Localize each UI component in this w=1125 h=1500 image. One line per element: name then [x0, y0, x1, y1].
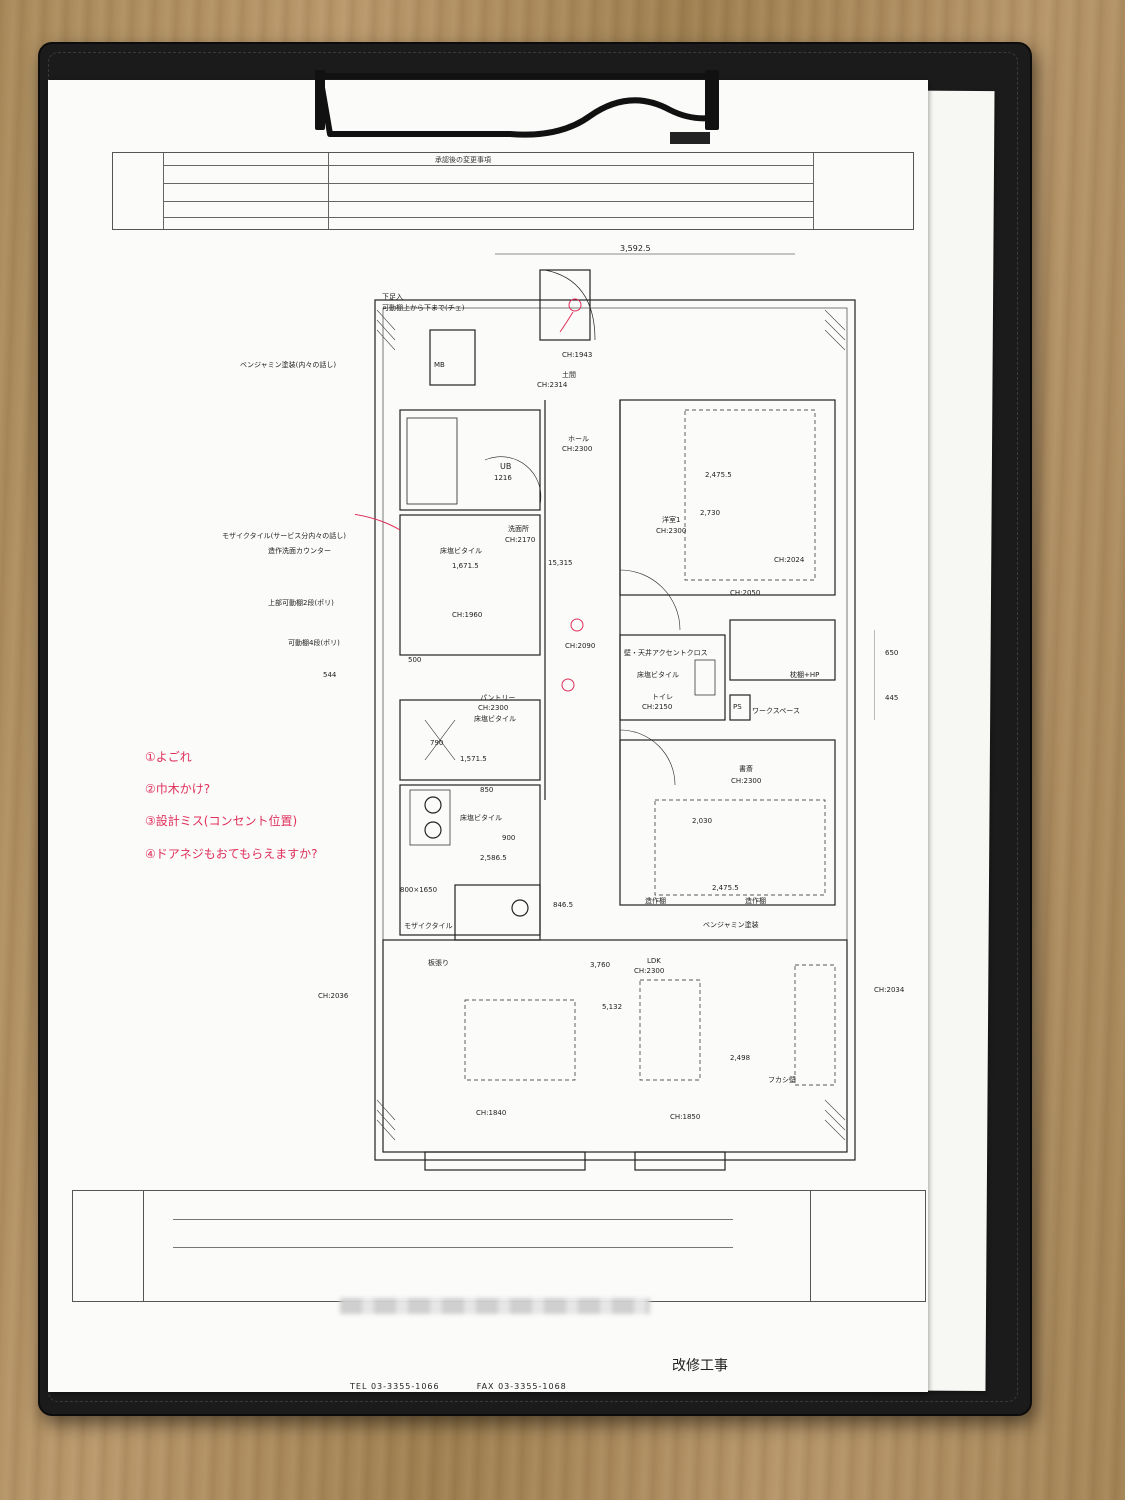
dim-1571: 1,571.5 [460, 755, 487, 763]
entrance-note-1: 下足入 [382, 293, 403, 301]
handwritten-note-1: ①よごれ [145, 750, 192, 764]
shelf4-note: 可動棚4段(ポリ) [288, 639, 340, 647]
dim-850: 850 [480, 786, 494, 794]
dim-500: 500 [408, 656, 422, 664]
dim-650: 650 [885, 649, 899, 657]
redacted-company-name [340, 1298, 650, 1314]
floor-vinyl-2: 床塩ビタイル [474, 715, 516, 723]
pantry-label: パントリー [480, 694, 516, 702]
yoshitsu-ch-label: CH:2300 [656, 527, 687, 535]
entrance-note-2: 可動棚上から下まで(チェ) [382, 304, 465, 312]
paper-sheet-front [48, 80, 928, 1392]
contact-phone: TEL 03-3355-1066 FAX 03-3355-1068 [350, 1382, 567, 1391]
dim-2475-bot: 2,475.5 [712, 884, 739, 892]
dim-15315: 15,315 [548, 559, 573, 567]
counter-note: 造作洗面カウンター [268, 547, 331, 555]
dim-846: 846.5 [553, 901, 574, 909]
accent-label: 壁・天井アクセントクロス [624, 649, 708, 657]
toilet-ch-label: CH:2150 [642, 703, 673, 711]
mosaic-note: モザイクタイル(サービス分内々の話し) [222, 532, 347, 540]
ch2314-label: CH:2314 [537, 381, 568, 389]
metal-clip [310, 48, 740, 148]
fax-number: FAX 03-3355-1068 [476, 1382, 567, 1391]
makura-label: 枕棚+HP [790, 671, 820, 679]
floor-vinyl-kitchen: 床塩ビタイル [460, 814, 502, 822]
dim-5132: 5,132 [602, 1003, 623, 1011]
dim-2586: 2,586.5 [480, 854, 507, 862]
itabari-label: 板張り [428, 959, 449, 967]
revision-table-title: 承認後の変更事項 [435, 156, 491, 164]
shosai-label: 書斎 [739, 765, 753, 773]
dim-2498: 2,498 [730, 1054, 751, 1062]
yoshitsu-label: 洋室1 [662, 516, 681, 524]
floor-vinyl-toilet: 床塩ビタイル [637, 671, 679, 679]
mosaic-tile-label: モザイクタイル [404, 922, 453, 930]
benjamin-paint-label: ベンジャミン塗装 [703, 921, 759, 929]
ch1840-label: CH:1840 [476, 1109, 507, 1117]
zosaku-right: 造作棚 [745, 897, 766, 905]
washroom-label: 洗面所 [508, 525, 529, 533]
fukashi-label: フカシ壁 [768, 1076, 796, 1084]
dim-544: 544 [323, 671, 337, 679]
tel-number: TEL 03-3355-1066 [350, 1382, 440, 1391]
ub-size-label: 1216 [494, 474, 512, 482]
dim-790: 790 [430, 739, 444, 747]
dim-2030: 2,030 [692, 817, 713, 825]
ch1850-label: CH:1850 [670, 1113, 701, 1121]
title-block [72, 1190, 926, 1302]
pantry-ch-label: CH:2300 [478, 704, 509, 712]
ch2050-label: CH:2050 [730, 589, 761, 597]
dim-2730: 2,730 [700, 509, 721, 517]
ldk-ch-label: CH:2300 [634, 967, 665, 975]
handwritten-note-2: ②巾木かけ? [145, 782, 211, 796]
work-space-label: ワークスペース [752, 707, 800, 715]
ldk-label: LDK [647, 957, 661, 965]
dim-width-top: 3,592.5 [620, 244, 651, 253]
dim-900: 900 [502, 834, 516, 842]
ch1960-label: CH:1960 [452, 611, 483, 619]
floor-plan-drawing [334, 240, 876, 1180]
ch2090-label: CH:2090 [565, 642, 596, 650]
ch2024-label: CH:2024 [774, 556, 805, 564]
ch2036-label: CH:2036 [318, 992, 349, 1000]
hall-label: ホール [568, 435, 589, 443]
ch2034-label: CH:2034 [874, 986, 905, 994]
dim-1671: 1,671.5 [452, 562, 479, 570]
ub-label: UB [500, 462, 512, 471]
mb-label: MB [434, 361, 445, 369]
dim-2475-top: 2,475.5 [705, 471, 732, 479]
handwritten-note-3: ③設計ミス(コンセント位置) [145, 814, 298, 828]
floor-vinyl-1: 床塩ビタイル [440, 547, 482, 555]
washroom-ch-label: CH:2170 [505, 536, 536, 544]
zosaku-left: 造作棚 [645, 897, 666, 905]
dim-445: 445 [885, 694, 899, 702]
project-title: 改修工事 [672, 1358, 728, 1374]
toilet-label: トイレ [652, 693, 673, 701]
shosai-ch-label: CH:2300 [731, 777, 762, 785]
upper-shelf-note: 上部可動棚2段(ポリ) [268, 599, 334, 607]
dim-3760: 3,760 [590, 961, 611, 969]
benjamin-note: ベンジャミン塗装(内々の話し) [240, 361, 337, 369]
ch1943-label: CH:1943 [562, 351, 593, 359]
handwritten-note-4: ④ドアネジもおてもらえますか? [145, 847, 318, 861]
revision-table: 承認後の変更事項 [112, 152, 914, 230]
dim-800x1650: 800×1650 [400, 886, 438, 894]
ps-label: PS [733, 703, 742, 711]
doma-label: 土間 [562, 371, 576, 379]
hall-ch-label: CH:2300 [562, 445, 593, 453]
